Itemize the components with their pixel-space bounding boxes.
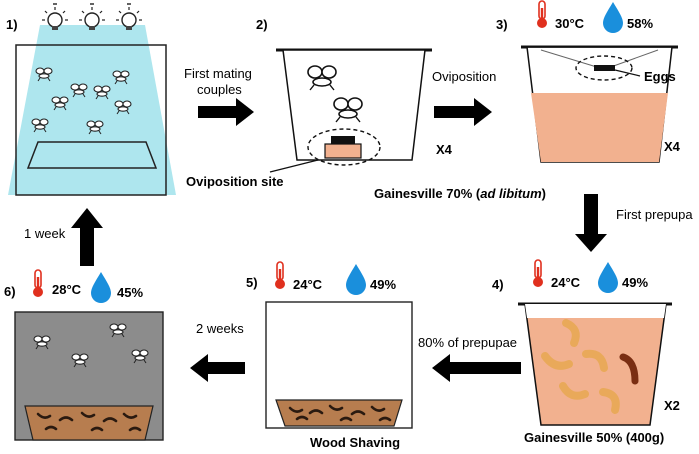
- step-number-2: 2): [256, 17, 268, 32]
- step4-temperature: 24°C: [551, 275, 581, 290]
- arrow-label-first-prepupa: First prepupa: [616, 207, 693, 222]
- step-number-5: 5): [246, 275, 258, 290]
- step5-pupation-box: [265, 301, 413, 429]
- label-gainesville-50: Gainesville 50% (400g): [524, 430, 665, 445]
- step6-temperature: 28°C: [52, 282, 82, 297]
- step3-humidity: 58%: [627, 16, 654, 31]
- step4-larval-cup: [518, 302, 672, 426]
- arrow-1-to-2: [198, 98, 254, 126]
- arrow-3-to-4: [575, 194, 607, 252]
- step6-humidity: 45%: [117, 285, 144, 300]
- multiplier-step2: X4: [436, 142, 452, 157]
- arrow-label-two-weeks: 2 weeks: [196, 321, 244, 336]
- label-oviposition-site: Oviposition site: [186, 174, 284, 189]
- label-wood-shaving: Wood Shaving: [310, 435, 401, 450]
- arrow-label-first-mating: First mating: [184, 66, 252, 81]
- arrow-label-couples: couples: [197, 82, 242, 97]
- arrow-6-to-1: [71, 208, 103, 266]
- step5-temperature: 24°C: [293, 277, 323, 292]
- step1-light-cage: [8, 3, 176, 196]
- label-eggs: Eggs: [644, 69, 676, 84]
- step-number-6: 6): [4, 284, 16, 299]
- arrow-label-prepupae: 80% of prepupae: [418, 335, 518, 350]
- multiplier-step4: X2: [664, 398, 680, 413]
- arrow-4-to-5: [432, 354, 521, 382]
- arrow-5-to-6: [190, 354, 245, 382]
- step-number-3: 3): [496, 17, 508, 32]
- arrow-label-oviposition: Oviposition: [432, 69, 497, 84]
- process-arrows: [71, 98, 607, 382]
- step-number-4: 4): [492, 277, 504, 292]
- arrow-2-to-3: [434, 98, 492, 126]
- step3-egg-cup: [521, 45, 678, 163]
- step5-humidity: 49%: [370, 277, 397, 292]
- step4-humidity: 49%: [622, 275, 649, 290]
- multiplier-step3: X4: [664, 139, 680, 154]
- label-gainesville-70: Gainesville 70% (ad libitum): [374, 186, 546, 201]
- step2-mating-cup: [269, 48, 432, 173]
- arrow-label-one-week: 1 week: [24, 226, 66, 241]
- step-number-1: 1): [6, 17, 18, 32]
- step3-temperature: 30°C: [555, 16, 585, 31]
- step6-emergence-cage: [14, 311, 164, 441]
